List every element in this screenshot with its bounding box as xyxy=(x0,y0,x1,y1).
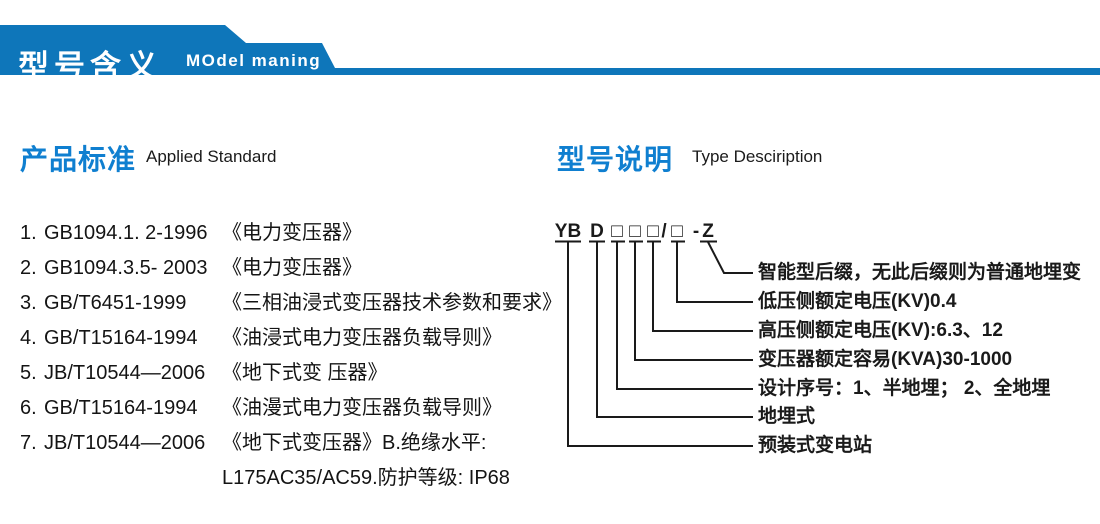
list-item-code: GB/T15164-1994 xyxy=(44,397,198,419)
list-item: 2. GB1094.3.5- 2003 《电力变压器》 xyxy=(20,251,562,286)
connector-line xyxy=(652,242,753,332)
type-description-heading-en: Type Desciription xyxy=(692,147,823,166)
list-item: 3. GB/T6451-1999 《三相油浸式变压器技术参数和要求》 xyxy=(20,286,562,321)
connector-line xyxy=(707,241,753,274)
list-item-number: 5. xyxy=(20,362,37,384)
connector-line xyxy=(634,242,753,361)
diagram-label-hv-voltage: 高压侧额定电压(KV):6.3、12 xyxy=(758,320,1003,341)
diagram-label-smart-suffix: 智能型后缀，无此后缀则为普通地埋变 xyxy=(758,262,1082,283)
code-segment-yb: YB xyxy=(555,221,581,242)
list-item-number: 4. xyxy=(20,327,37,349)
list-item-number: 1. xyxy=(20,222,37,244)
diagram-label-rated-capacity: 变压器额定容易(KVA)30-1000 xyxy=(758,349,1013,370)
list-item-code: JB/T10544—2006 xyxy=(44,362,206,384)
connector-line xyxy=(616,242,753,390)
page-title: 型号含义 xyxy=(18,49,162,84)
list-item-number: 6. xyxy=(20,397,37,419)
list-item-number: 2. xyxy=(20,257,37,279)
page-subtitle: MOdel maning xyxy=(186,51,322,70)
connector-line xyxy=(567,242,753,447)
code-dash: - xyxy=(693,221,699,242)
list-item: 1. GB1094.1. 2-1996 《电力变压器》 xyxy=(20,216,562,251)
code-box-icon: □ xyxy=(647,221,659,242)
list-item: 4. GB/T15164-1994 《油浸式电力变压器负载导则》 xyxy=(20,321,562,356)
code-box-icon: □ xyxy=(671,221,683,242)
list-item-title: L175AC35/AC59.防护等级: IP68 xyxy=(222,467,510,489)
header-band xyxy=(0,25,1100,75)
list-item-number: 3. xyxy=(20,292,37,314)
list-item-code: GB1094.3.5- 2003 xyxy=(44,257,208,279)
diagram-label-design-serial: 设计序号：1、半地埋； 2、全地埋 xyxy=(758,378,1051,399)
list-item-number: 7. xyxy=(20,432,37,454)
list-item-number xyxy=(20,461,44,496)
code-box-icon: □ xyxy=(629,221,641,242)
code-slash: / xyxy=(661,221,667,242)
applied-standard-heading-en: Applied Standard xyxy=(146,147,277,166)
list-item-code xyxy=(44,461,222,496)
list-item-title: 《油浸式电力变压器负载导则》 xyxy=(222,327,502,349)
diagram-label-buried-type: 地埋式 xyxy=(758,406,816,427)
list-item: 7. JB/T10544—2006 《地下式变压器》B.绝缘水平: xyxy=(20,426,562,461)
list-item-code: GB/T6451-1999 xyxy=(44,292,187,314)
list-item-title: 《三相油浸式变压器技术参数和要求》 xyxy=(222,292,562,314)
list-item-title: 《电力变压器》 xyxy=(222,257,362,279)
connector-line xyxy=(596,242,753,418)
connector-line xyxy=(676,242,753,303)
header-band-shape xyxy=(0,25,1100,75)
code-segment-d: D xyxy=(590,221,604,242)
list-item: 5. JB/T10544—2006 《地下式变 压器》 xyxy=(20,356,562,391)
list-item-continuation: L175AC35/AC59.防护等级: IP68 xyxy=(20,461,562,496)
list-item-title: 《电力变压器》 xyxy=(222,222,362,244)
standards-list: 1. GB1094.1. 2-1996 《电力变压器》 2. GB1094.3.… xyxy=(20,216,562,496)
list-item-code: GB1094.1. 2-1996 xyxy=(44,222,208,244)
code-segment-z: Z xyxy=(702,221,714,242)
list-item: 6. GB/T15164-1994 《油漫式电力变压器负载导则》 xyxy=(20,391,562,426)
type-description-heading-zh: 型号说明 xyxy=(557,144,674,175)
diagram-label-prefab-substation: 预装式变电站 xyxy=(758,435,873,456)
list-item-title: 《油漫式电力变压器负载导则》 xyxy=(222,397,502,419)
applied-standard-heading-zh: 产品标准 xyxy=(20,144,137,175)
list-item-code: JB/T10544—2006 xyxy=(44,432,206,454)
model-code-diagram: YB D □ □ □ / □ - Z xyxy=(555,221,753,447)
code-box-icon: □ xyxy=(611,221,623,242)
list-item-title: 《地下式变 压器》 xyxy=(222,362,388,384)
diagram-label-lv-voltage: 低压侧额定电压(KV)0.4 xyxy=(758,291,957,312)
list-item-title: 《地下式变压器》B.绝缘水平: xyxy=(222,432,487,454)
list-item-code: GB/T15164-1994 xyxy=(44,327,198,349)
